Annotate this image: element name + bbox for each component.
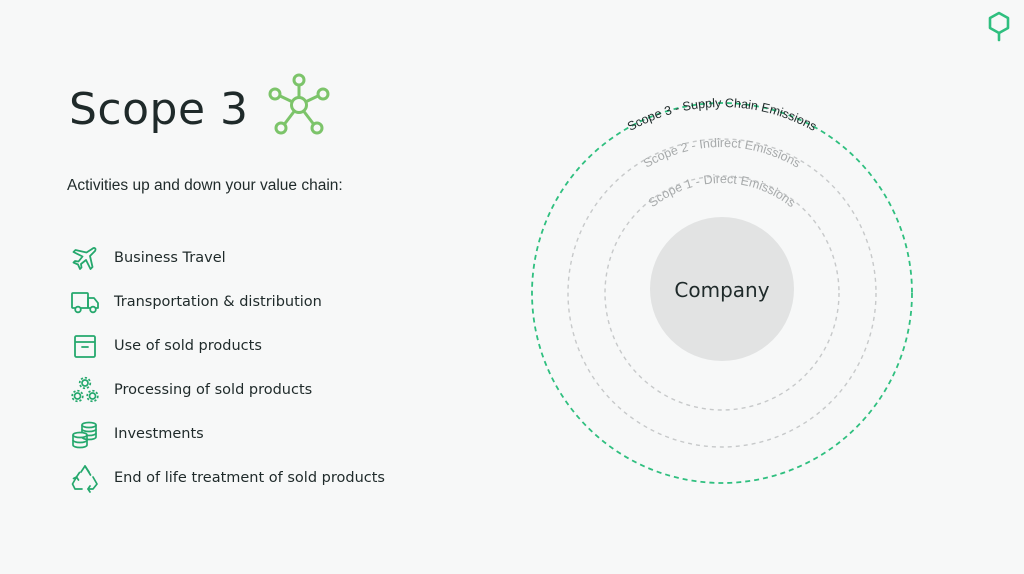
scope-3-label: Scope 3 - Supply Chain Emissions [625,96,819,134]
delivery-truck-icon [68,285,102,319]
gears-icon [68,373,102,407]
list-item: Transportation & distribution [68,280,385,324]
page-title: Scope 3 [69,84,249,135]
scope-2-label: Scope 2 - Indirect Emissions [641,136,803,171]
scope-2-ring [567,138,877,448]
subtitle: Activities up and down your value chain: [67,177,343,194]
activity-label: Business Travel [114,250,226,266]
company-circle [650,217,794,361]
activity-label: Use of sold products [114,338,262,354]
airplane-icon [68,241,102,275]
company-label: Company [674,278,769,302]
list-item: End of life treatment of sold products [68,456,385,500]
activity-label: Investments [114,426,204,442]
list-item: Processing of sold products [68,368,385,412]
list-item: Business Travel [68,236,385,280]
scope-1-ring [604,175,840,411]
activity-label: Transportation & distribution [114,294,322,310]
scope-1-label: Scope 1 - Direct Emissions [646,172,798,210]
map-pin-tree-logo [988,11,1010,42]
list-item: Investments [68,412,385,456]
package-box-icon [68,329,102,363]
activity-list: Business Travel Transportation & distrib… [68,236,385,500]
network-hub-icon [268,73,330,135]
list-item: Use of sold products [68,324,385,368]
scope-3-ring [531,102,913,484]
activity-label: Processing of sold products [114,382,313,398]
scope-diagram: Scope 3 - Supply Chain Emissions Scope 2… [531,96,913,484]
coin-stack-icon [68,417,102,451]
activity-label: End of life treatment of sold products [114,470,385,486]
recycle-icon [68,461,102,495]
